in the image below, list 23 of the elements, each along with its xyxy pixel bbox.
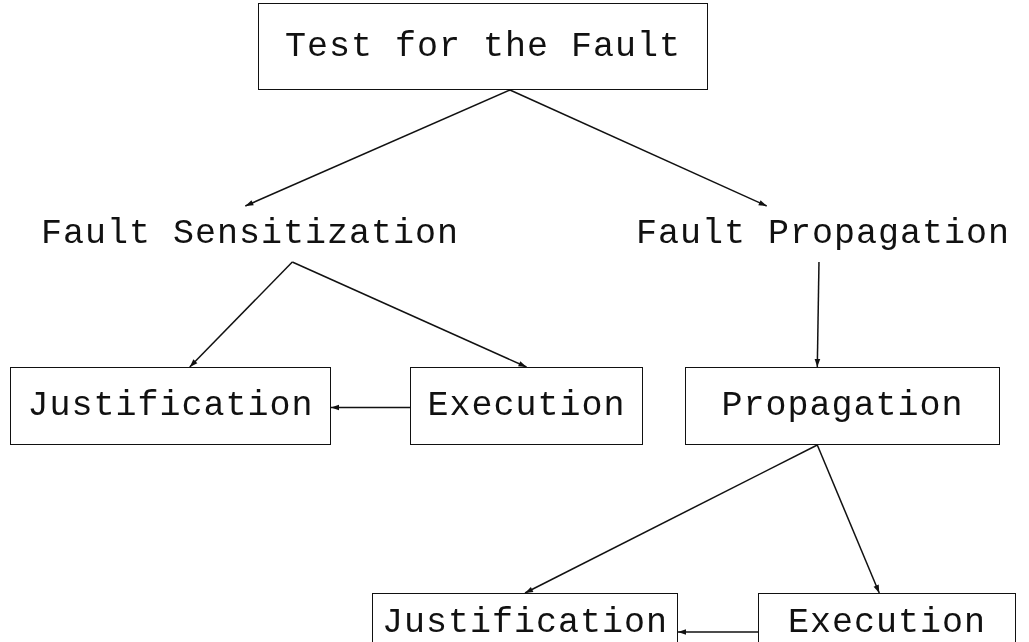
box-label: Justification bbox=[381, 603, 668, 642]
process-box bbox=[410, 367, 643, 445]
arrow bbox=[330, 404, 411, 411]
step-label: Fault Sensitization bbox=[40, 214, 460, 254]
arrow bbox=[291, 261, 528, 368]
arrow bbox=[524, 444, 819, 594]
arrow bbox=[244, 89, 511, 207]
box-label: Test for the Fault bbox=[284, 26, 682, 67]
process-box bbox=[685, 367, 1000, 445]
step-label: Fault Propagation bbox=[635, 214, 1011, 254]
process-box bbox=[258, 3, 708, 90]
box-label: Execution bbox=[788, 603, 986, 642]
process-box bbox=[10, 367, 331, 445]
process-box bbox=[372, 593, 678, 642]
box-label: Execution bbox=[427, 386, 626, 426]
box-label: Propagation bbox=[721, 386, 964, 426]
arrow bbox=[677, 629, 759, 635]
box-label: Justification bbox=[27, 386, 314, 426]
arrow bbox=[816, 444, 880, 594]
arrow bbox=[509, 89, 768, 207]
arrow bbox=[814, 261, 821, 368]
process-box bbox=[758, 593, 1016, 642]
arrow bbox=[189, 261, 294, 368]
